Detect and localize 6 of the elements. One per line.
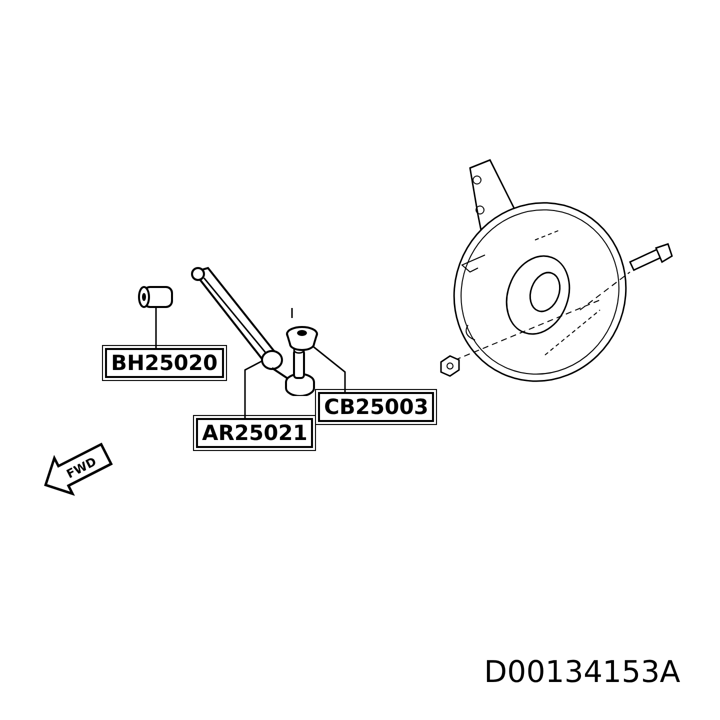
part-number: D00134153A — [484, 655, 680, 690]
leader-line — [155, 308, 157, 348]
direction-label: FWD — [64, 454, 99, 482]
part-number-label: AR25021 — [196, 418, 314, 448]
part-number-label: BH25020 — [105, 348, 224, 378]
part-number-label: CB25003 — [318, 392, 434, 422]
